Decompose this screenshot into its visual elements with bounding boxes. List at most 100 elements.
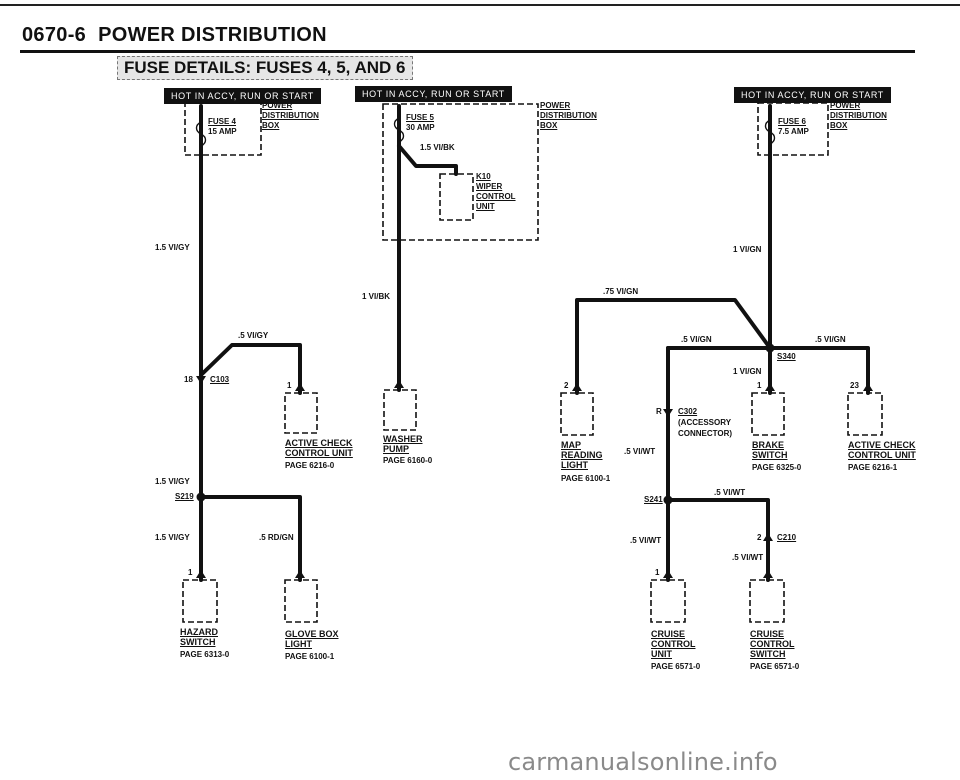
fuse6-symbol	[764, 119, 776, 145]
splice-s340-dot	[765, 343, 775, 353]
banner-hot-right: HOT IN ACCY, RUN OR START	[734, 87, 891, 103]
pdb-box-middle	[382, 103, 539, 241]
pin-brake: 1	[757, 381, 762, 390]
connector-c103-pin: 18	[184, 375, 193, 384]
connector-c302-arrow	[663, 409, 673, 417]
splice-s241-dot	[663, 495, 673, 505]
diagram-subtitle: FUSE DETAILS: FUSES 4, 5, AND 6	[117, 56, 413, 80]
pin-arrow-acc-left	[295, 383, 305, 391]
brake-switch-page: PAGE 6325-0	[752, 463, 802, 472]
banner-hot-left: HOT IN ACCY, RUN OR START	[164, 88, 321, 104]
wire-label-5viwt-a: .5 VI/WT	[624, 447, 656, 456]
page-header: 0670-6 POWER DISTRIBUTION	[22, 24, 327, 47]
section-code: 0670-6	[22, 24, 87, 46]
wire-label-5viwt-c: .5 VI/WT	[630, 536, 662, 545]
wire-label-15vibk: 1.5 VI/BK	[420, 143, 455, 152]
cruise-unit-box	[650, 579, 686, 623]
connector-c210-pin: 2	[757, 533, 762, 542]
wire-vign-map	[575, 298, 772, 395]
fuse4-rating: 15 AMP	[208, 127, 237, 136]
pin-arrow-cruise-switch	[763, 570, 773, 578]
connector-c103-label: C103	[210, 375, 230, 384]
fuse4-symbol	[195, 121, 207, 147]
splice-s219-label: S219	[175, 492, 194, 501]
wire-vibk-k10	[397, 144, 458, 176]
wire-label-1vign-a: 1 VI/GN	[733, 245, 762, 254]
active-check-left-page: PAGE 6216-0	[285, 461, 335, 470]
wire-label-15vigy-b: 1.5 VI/GY	[155, 477, 190, 486]
glove-box-light-page: PAGE 6100-1	[285, 652, 335, 661]
wire-vign-bus	[666, 346, 870, 395]
wire-viwt-switch	[666, 498, 770, 582]
connector-c302-desc1: (ACCESSORY	[678, 418, 732, 427]
wire-label-1vibk: 1 VI/BK	[362, 292, 391, 301]
wire-label-5viwt-d: .5 VI/WT	[732, 553, 764, 562]
wire-label-1vign-b: 1 VI/GN	[733, 367, 762, 376]
hazard-box	[182, 579, 218, 623]
wire-label-5viwt-b: .5 VI/WT	[714, 488, 746, 497]
brake-box	[751, 392, 785, 436]
connector-c302-desc2: CONNECTOR)	[678, 429, 733, 438]
wire-label-5vigy: .5 VI/GY	[238, 331, 269, 340]
pin-arrow-map	[572, 383, 582, 391]
pin-arrow-hazard	[196, 570, 206, 578]
pin-arrow-washer	[394, 380, 404, 388]
section-title: POWER DISTRIBUTION	[98, 24, 327, 46]
washer-pump-page: PAGE 6160-0	[383, 456, 433, 465]
active-check-right-page: PAGE 6216-1	[848, 463, 898, 472]
fuse5-rating: 30 AMP	[406, 123, 435, 132]
connector-c210-label: C210	[777, 533, 797, 542]
splice-s219-dot	[196, 492, 206, 502]
pdb-box-right	[757, 102, 829, 156]
hazard-switch-page: PAGE 6313-0	[180, 650, 230, 659]
watermark: carmanualsonline.info	[508, 748, 778, 776]
acc-right-box	[847, 392, 883, 436]
wire-label-5rdgn: .5 RD/GN	[259, 533, 294, 542]
wire-vigy-acc	[199, 343, 302, 395]
wire-label-5vign-b: .5 VI/GN	[815, 335, 846, 344]
fuse6-rating: 7.5 AMP	[778, 127, 809, 136]
fuse5-symbol	[393, 117, 405, 143]
pin-arrow-cruise-unit	[663, 570, 673, 578]
pin-arrow-glove	[295, 570, 305, 578]
connector-c302-pin: R	[656, 407, 662, 416]
wire-label-15vigy-a: 1.5 VI/GY	[155, 243, 190, 252]
washer-box	[383, 389, 417, 431]
k10-box	[439, 173, 474, 221]
pin-arrow-acc-right	[863, 383, 873, 391]
header-rule	[20, 50, 915, 53]
connector-c103-arrow	[196, 376, 206, 384]
wire-label-15vigy-c: 1.5 VI/GY	[155, 533, 190, 542]
wire-label-75vign: .75 VI/GN	[603, 287, 639, 296]
pdb-box-left	[184, 102, 262, 156]
pin-hazard: 1	[188, 568, 193, 577]
map-box	[560, 392, 594, 436]
acc-left-box	[284, 392, 318, 434]
connector-c302-label: C302	[678, 407, 698, 416]
glove-box	[284, 579, 318, 623]
pin-cruise-unit: 1	[655, 568, 660, 577]
fuse5-label: FUSE 5	[406, 113, 435, 122]
wire-label-5vign-a: .5 VI/GN	[681, 335, 712, 344]
connector-c210-arrow	[763, 533, 773, 541]
cruise-switch-box	[749, 579, 785, 623]
fuse4-label: FUSE 4	[208, 117, 237, 126]
pin-acc-right: 23	[850, 381, 859, 390]
cruise-control-unit-page: PAGE 6571-0	[651, 662, 701, 671]
cruise-control-switch-page: PAGE 6571-0	[750, 662, 800, 671]
wire-rdgn-glove	[199, 495, 302, 582]
splice-s340-label: S340	[777, 352, 796, 361]
pin-map: 2	[564, 381, 569, 390]
